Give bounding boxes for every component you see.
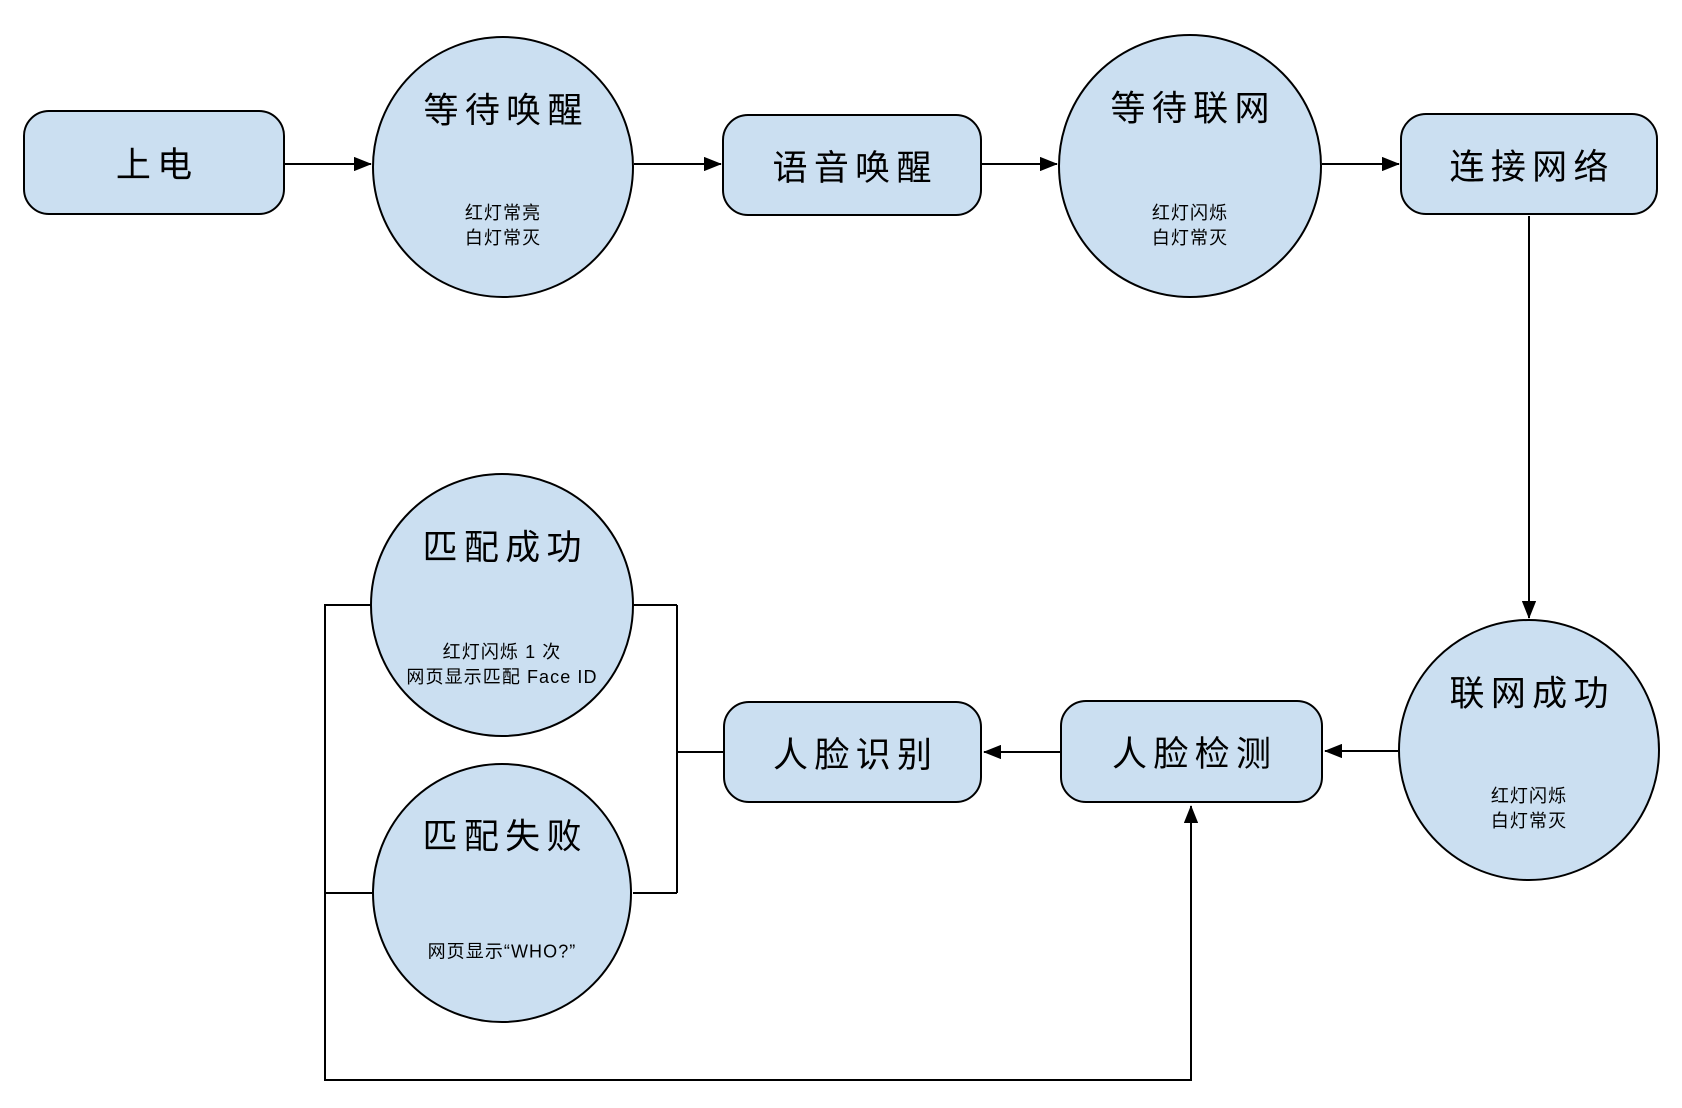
node-wait-wake: 等待唤醒 红灯常亮 白灯常灭 — [372, 36, 634, 298]
node-network-success-label: 联网成功 — [1449, 674, 1615, 714]
node-network-success: 联网成功 红灯闪烁 白灯常灭 — [1398, 619, 1660, 881]
node-match-fail-label: 匹配失败 — [422, 817, 588, 857]
node-match-fail-status: 网页显示“WHO?” — [427, 941, 577, 962]
node-wait-network: 等待联网 红灯闪烁 白灯常灭 — [1058, 34, 1322, 298]
node-power-on-label: 上电 — [115, 146, 199, 185]
node-match-success-status: 红灯闪烁 1 次 网页显示匹配 Face ID — [406, 641, 598, 687]
node-power-on: 上电 — [23, 110, 285, 215]
node-voice-wake: 语音唤醒 — [722, 114, 982, 216]
node-match-success-label: 匹配成功 — [422, 528, 588, 568]
node-face-detect: 人脸检测 — [1060, 700, 1323, 803]
node-voice-wake-label: 语音唤醒 — [772, 148, 938, 188]
node-match-success: 匹配成功 红灯闪烁 1 次 网页显示匹配 Face ID — [370, 473, 634, 737]
node-connect-network-label: 连接网络 — [1449, 147, 1615, 187]
node-network-success-status: 红灯闪烁 白灯常灭 — [1490, 786, 1568, 832]
node-face-recognize: 人脸识别 — [723, 701, 982, 803]
edge-bottom-loop-to-face-detect — [324, 604, 1199, 1081]
node-connect-network: 连接网络 — [1400, 113, 1658, 215]
node-wait-wake-label: 等待唤醒 — [423, 91, 589, 131]
node-face-recognize-label: 人脸识别 — [773, 735, 939, 775]
node-wait-network-label: 等待联网 — [1110, 89, 1276, 129]
node-wait-network-status: 红灯闪烁 白灯常灭 — [1151, 202, 1229, 248]
node-face-detect-label: 人脸检测 — [1112, 735, 1278, 774]
node-wait-wake-status: 红灯常亮 白灯常灭 — [464, 203, 542, 249]
node-match-fail: 匹配失败 网页显示“WHO?” — [372, 763, 632, 1023]
edge-face-recognize-branch-to-match-circles — [633, 604, 723, 894]
